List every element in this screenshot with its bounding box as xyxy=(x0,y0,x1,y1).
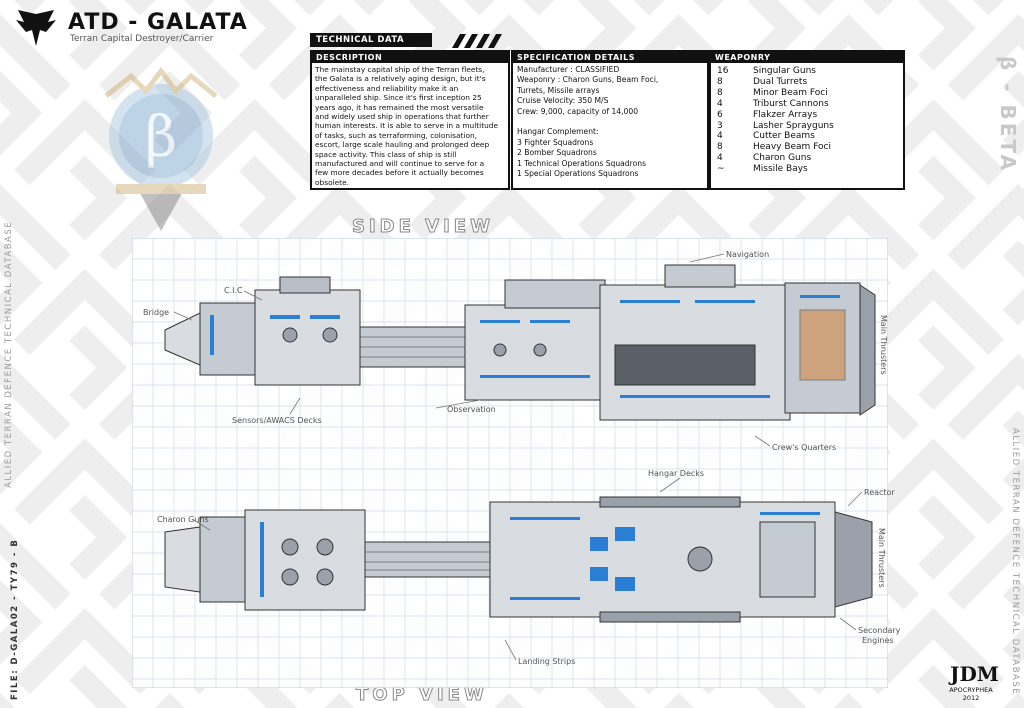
artist-name: APOCRYPHEA xyxy=(949,686,993,694)
specification-line: 1 Special Operations Squadrons xyxy=(517,169,639,179)
weapon-count: 4 xyxy=(717,98,723,109)
description-line: unparalleled ship. Since it's first ince… xyxy=(315,93,482,103)
weapon-count: 6 xyxy=(717,109,723,120)
weapon-row: 8 Dual Turrets xyxy=(717,77,900,88)
weapon-name: Cutter Beams xyxy=(753,131,815,142)
specification-line: Crew: 9,000, capacity of 14,000 xyxy=(517,106,639,116)
specification-panel: SPECIFICATION DETAILS Manufacturer : CLA… xyxy=(511,50,709,190)
weapon-count: ~ xyxy=(717,164,725,175)
weapon-count: 3 xyxy=(717,120,723,131)
description-line: The mainstay capital ship of the Terran … xyxy=(315,65,485,74)
description-panel: DESCRIPTION The mainstay capital ship of… xyxy=(310,50,510,190)
description-line: escort, large scale hauling and prolonge… xyxy=(315,140,490,150)
callout-navigation: Navigation xyxy=(726,250,770,259)
artist-monogram: JDM xyxy=(950,662,999,686)
weapon-name: Heavy Beam Foci xyxy=(753,142,831,153)
ship-side-view xyxy=(164,264,876,421)
weapon-count: 16 xyxy=(717,66,729,76)
svg-text:β: β xyxy=(145,105,177,170)
weapon-row: 16 Singular Guns xyxy=(717,66,900,77)
eagle-emblem-icon xyxy=(16,10,56,46)
callout-secondary-engines-1: Secondary xyxy=(858,626,901,635)
specification-line: 3 Fighter Squadrons xyxy=(517,137,594,147)
specification-line: Hangar Complement: xyxy=(517,127,599,137)
weapon-name: Dual Turrets xyxy=(753,76,808,87)
weapon-count: 4 xyxy=(717,153,723,164)
weapon-count: 8 xyxy=(717,87,723,98)
specification-line: Turrets, Missile arrays xyxy=(517,85,600,95)
page-title: ATD - GALATA xyxy=(68,10,248,35)
description-line: obsolete. xyxy=(315,177,349,187)
top-view-label: TOP VIEW xyxy=(356,684,488,706)
description-line: human interests. It is able to serve in … xyxy=(315,121,499,131)
callout-bridge: Bridge xyxy=(143,308,170,317)
description-line: space activity. This class of ship is st… xyxy=(315,149,457,159)
ship-top-view xyxy=(164,496,873,623)
weapon-count: 4 xyxy=(717,131,723,142)
description-line: years ago, it has remained the most vers… xyxy=(315,102,484,112)
technical-data-header: TECHNICAL DATA xyxy=(310,33,432,47)
weapon-row: 3 Lasher Sprayguns xyxy=(717,121,900,132)
weapon-row: 6 Flakzer Arrays xyxy=(717,110,900,121)
description-line: few more decades before it actually beco… xyxy=(315,168,484,178)
weapon-name: Missile Bays xyxy=(753,164,808,175)
callout-hangar-decks: Hangar Decks xyxy=(648,469,705,478)
specification-line: Manufacturer : CLASSIFIED xyxy=(517,65,620,74)
weapon-count: 8 xyxy=(717,142,723,153)
beta-crest-icon: β xyxy=(104,66,218,231)
weaponry-heading: WEAPONRY xyxy=(711,52,903,63)
weapon-row: 8 Heavy Beam Foci xyxy=(717,142,900,153)
callout-reactor: Reactor xyxy=(864,488,895,497)
specification-line: Cruise Velocity: 350 M/S xyxy=(517,96,609,106)
description-text: The mainstay capital ship of the Terran … xyxy=(312,63,508,189)
description-line: the Galata is a relatively aging design,… xyxy=(315,74,486,84)
specification-line: Weaponry : Charon Guns, Beam Foci, xyxy=(517,75,659,85)
callout-observation: Observation xyxy=(447,405,496,414)
artist-year: 2012 xyxy=(962,694,980,702)
weapon-row: 4 Triburst Cannons xyxy=(717,99,900,110)
side-view-label: SIDE VIEW xyxy=(352,216,494,238)
header-stripes-icon xyxy=(452,34,502,48)
page-subtitle: Terran Capital Destroyer/Carrier xyxy=(70,34,214,44)
callout-secondary-engines-2: Engines xyxy=(862,636,894,645)
callout-landing-strips: Landing Strips xyxy=(518,657,576,666)
weapon-name: Singular Guns xyxy=(753,66,816,76)
description-line: and widely used ship in operations that … xyxy=(315,112,489,122)
weapon-row: 4 Charon Guns xyxy=(717,153,900,164)
weapon-name: Charon Guns xyxy=(753,153,812,164)
weapon-count: 8 xyxy=(717,76,723,87)
weapon-name: Flakzer Arrays xyxy=(753,109,818,120)
artist-credit: APOCRYPHEA 2012 xyxy=(942,686,1000,702)
weapon-name: Triburst Cannons xyxy=(753,98,829,109)
callout-charon-guns: Charon Guns xyxy=(157,515,209,524)
callout-crews-quarters: Crew's Quarters xyxy=(772,443,837,452)
callout-sensors: Sensors/AWACS Decks xyxy=(232,416,322,425)
weapon-row: 4 Cutter Beams xyxy=(717,131,900,142)
specification-heading: SPECIFICATION DETAILS xyxy=(513,52,707,63)
weapon-name: Minor Beam Foci xyxy=(753,87,828,98)
specification-line: 1 Technical Operations Squadrons xyxy=(517,158,646,168)
weapon-row: ~ Missile Bays xyxy=(717,164,900,175)
weapon-name: Lasher Sprayguns xyxy=(753,120,834,131)
description-line: manufactured and will continue to serve … xyxy=(315,159,485,169)
description-heading: DESCRIPTION xyxy=(312,52,508,63)
description-line: effectiveness and reliability make it an xyxy=(315,83,459,93)
weapon-row: 8 Minor Beam Foci xyxy=(717,88,900,99)
callout-cic: C.I.C xyxy=(224,286,243,295)
description-line: of tasks, such as terraforming, colonisa… xyxy=(315,130,478,140)
specification-line: 2 Bomber Squadrons xyxy=(517,148,597,158)
